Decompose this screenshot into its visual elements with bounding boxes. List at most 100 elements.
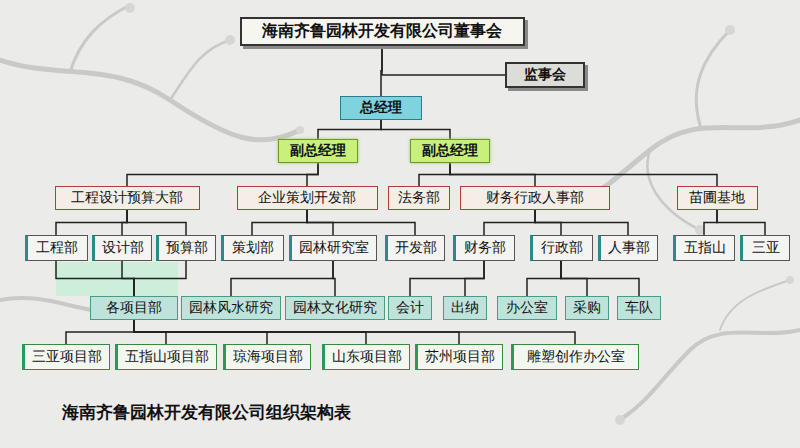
unit-box: 园林文化研究	[285, 296, 385, 320]
connector	[127, 163, 318, 186]
node-label: 采购	[573, 299, 601, 317]
connector	[704, 210, 717, 235]
node-label: 副总经理	[290, 142, 346, 160]
deputy-box: 副总经理	[278, 139, 358, 163]
node-label: 园林研究室	[299, 239, 369, 257]
node-label: 车队	[625, 299, 653, 317]
connector	[134, 261, 186, 296]
node-label: 雕塑创作办公室	[527, 348, 625, 366]
board-box: 海南齐鲁园林开发有限公司董事会	[240, 17, 525, 46]
project-box: 琼海项目部	[223, 344, 311, 370]
connector	[527, 261, 561, 296]
section-box: 财务部	[453, 235, 515, 261]
department-box: 企业策划开发部	[237, 186, 378, 210]
connector	[127, 210, 186, 235]
unit-box: 车队	[617, 296, 661, 320]
branch-drawing	[0, 5, 800, 420]
connector	[56, 210, 127, 235]
node-label: 山东项目部	[332, 348, 402, 366]
connector	[307, 210, 415, 235]
project-box: 三亚项目部	[22, 344, 110, 370]
connector	[561, 261, 639, 296]
node-label: 开发部	[395, 239, 437, 257]
node-label: 财务行政人事部	[486, 189, 584, 207]
node-label: 策划部	[232, 239, 274, 257]
chart-caption: 海南齐鲁园林开发有限公司组织架构表	[62, 401, 351, 424]
deputy-box: 副总经理	[410, 139, 490, 163]
connector	[717, 210, 765, 235]
connector	[134, 320, 575, 344]
connector	[307, 163, 318, 186]
section-box: 策划部	[221, 235, 284, 261]
section-box: 预算部	[156, 235, 216, 261]
section-box: 开发部	[385, 235, 445, 261]
section-box: 三亚	[740, 235, 790, 261]
connector	[252, 210, 307, 235]
connector	[484, 210, 535, 235]
section-box: 人事部	[598, 235, 658, 261]
manager-box: 总经理	[340, 96, 422, 120]
node-label: 预算部	[166, 239, 208, 257]
project-box: 苏州项目部	[415, 344, 503, 370]
node-label: 三亚	[752, 239, 780, 257]
node-label: 设计部	[102, 239, 144, 257]
connector	[381, 46, 382, 97]
node-label: 财务部	[464, 239, 506, 257]
node-label: 法务部	[398, 189, 440, 207]
connector	[231, 261, 333, 296]
node-label: 各项目部	[106, 299, 162, 317]
unit-box: 办公室	[497, 296, 557, 320]
department-box: 工程设计预算大部	[55, 186, 200, 210]
connector	[535, 210, 628, 235]
node-label: 工程部	[36, 239, 78, 257]
node-label: 工程设计预算大部	[71, 189, 183, 207]
node-label: 园林文化研究	[293, 299, 377, 317]
node-label: 企业策划开发部	[258, 189, 356, 207]
section-box: 五指山	[673, 235, 735, 261]
node-label: 苗圃基地	[689, 189, 745, 207]
node-label: 监事会	[524, 66, 566, 84]
unit-box: 会计	[388, 296, 432, 320]
node-label: 人事部	[608, 239, 650, 257]
connector	[122, 261, 134, 296]
connector	[382, 46, 505, 76]
section-box: 设计部	[92, 235, 152, 261]
unit-box: 园林风水研究	[181, 296, 281, 320]
node-label: 园林风水研究	[189, 299, 273, 317]
connector	[66, 320, 134, 344]
project-box: 五指山项目部	[115, 344, 217, 370]
connector	[450, 163, 717, 186]
node-label: 苏州项目部	[425, 348, 495, 366]
node-label: 出纳	[451, 299, 479, 317]
node-label: 五指山	[684, 239, 726, 257]
department-box: 财务行政人事部	[460, 186, 610, 210]
supervisor-box: 监事会	[505, 62, 585, 88]
node-label: 总经理	[360, 99, 402, 117]
section-box: 园林研究室	[289, 235, 377, 261]
project-box: 雕塑创作办公室	[511, 344, 639, 370]
connector	[333, 261, 335, 296]
node-label: 海南齐鲁园林开发有限公司董事会	[262, 21, 502, 42]
section-box: 行政部	[530, 235, 593, 261]
blossom-dots	[125, 3, 794, 425]
node-label: 办公室	[506, 299, 548, 317]
unit-box: 出纳	[443, 296, 487, 320]
node-label: 副总经理	[422, 142, 478, 160]
department-box: 苗圃基地	[677, 186, 758, 210]
node-label: 琼海项目部	[233, 348, 303, 366]
unit-box: 采购	[565, 296, 609, 320]
connector	[410, 261, 484, 296]
node-label: 行政部	[541, 239, 583, 257]
connector	[419, 163, 450, 186]
node-label: 五指山项目部	[125, 348, 209, 366]
unit-box: 各项目部	[90, 296, 178, 320]
node-label: 三亚项目部	[32, 348, 102, 366]
connector	[318, 120, 381, 139]
department-box: 法务部	[388, 186, 450, 210]
connector	[465, 261, 484, 296]
project-box: 山东项目部	[322, 344, 410, 370]
connector	[56, 261, 134, 296]
connector	[381, 120, 450, 139]
